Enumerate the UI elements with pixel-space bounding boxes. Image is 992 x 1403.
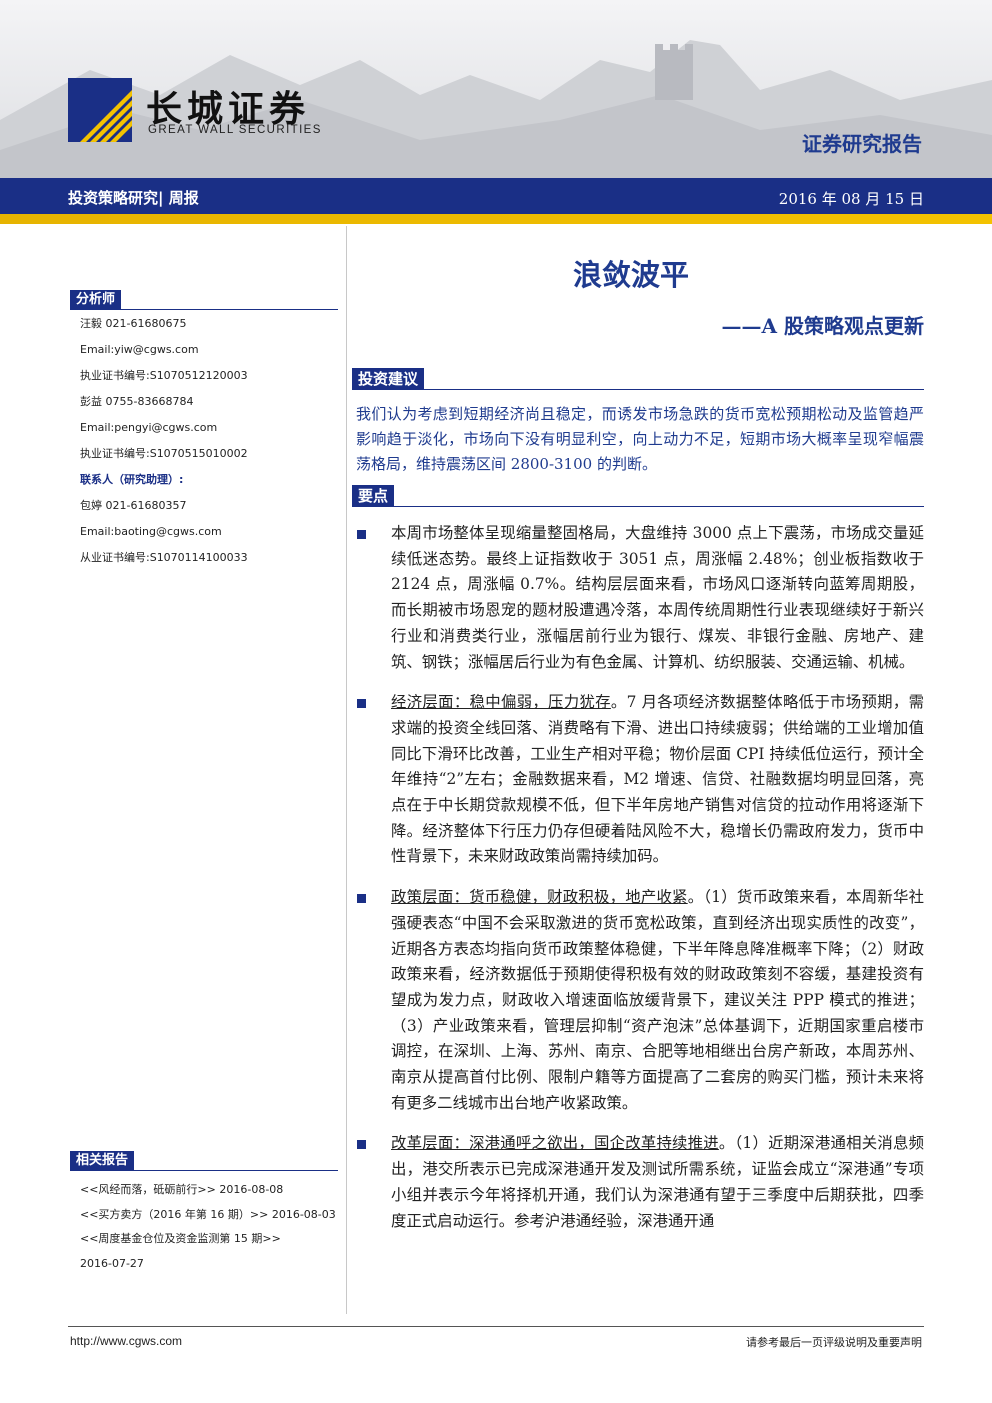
analyst-email[interactable]: Email:baoting@cgws.com: [80, 525, 222, 538]
point-text: 。7 月各项经济数据整体略低于市场预期，需求端的投资全线回落、消费略有下滑、进出…: [391, 693, 924, 866]
brand-subtitle: GREAT WALL SECURITIES: [148, 124, 322, 136]
gold-stripe: [0, 214, 992, 224]
page-title: 浪敛波平: [573, 258, 690, 292]
point-text: 。（1）货币政策来看，本周新华社强硬表态“中国不会采取激进的货币宽松政策，直到经…: [391, 888, 924, 1112]
key-points: 本周市场整体呈现缩量整固格局，大盘维持 3000 点上下震荡，市场成交量延续低迷…: [355, 521, 924, 1249]
list-item: 政策层面：货币稳健，财政积极，地产收紧。（1）货币政策来看，本周新华社强硬表态“…: [355, 885, 924, 1116]
analyst-line: 从业证书编号:S1070114100033: [80, 551, 248, 564]
footer-divider: [68, 1326, 924, 1327]
analyst-line: 执业证书编号:S1070515010002: [80, 447, 248, 460]
analyst-info: 汪毅 021-61680675 Email:yiw@cgws.com 执业证书编…: [80, 311, 248, 571]
analyst-email[interactable]: Email:yiw@cgws.com: [80, 343, 199, 356]
related-label: 相关报告: [70, 1151, 135, 1171]
great-wall-mountain-image: [0, 40, 992, 178]
report-type: 证券研究报告: [802, 132, 922, 156]
points-divider: [352, 506, 924, 507]
bullet-square-icon: [357, 699, 366, 709]
point-lead: 经济层面：稳中偏弱，压力犹存: [391, 693, 611, 712]
analyst-line: 包婷 021-61680357: [80, 499, 187, 512]
point-lead: 政策层面：货币稳健，财政积极，地产收紧: [391, 888, 688, 907]
analyst-line: 执业证书编号:S1070512120003: [80, 369, 248, 382]
advice-label: 投资建议: [352, 368, 425, 390]
bullet-square-icon: [357, 894, 366, 904]
related-reports: <<风经而落，砥砺前行>> 2016-08-08 <<买方卖方（2016 年第 …: [80, 1178, 342, 1276]
point-lead: 改革层面：深港通呼之欲出，国企改革持续推进: [391, 1134, 719, 1153]
analyst-divider: [70, 309, 338, 310]
bullet-square-icon: [357, 1140, 366, 1150]
advice-text: 我们认为考虑到短期经济尚且稳定，而诱发市场急跌的货币宽松预期松动及监管趋严影响趋…: [356, 405, 924, 473]
category-bar: [0, 178, 992, 214]
header-banner: [0, 0, 992, 178]
footer-url-link[interactable]: http://www.cgws.com: [70, 1334, 183, 1348]
contact-label: 联系人（研究助理）:: [80, 473, 184, 486]
brand-name: 长城证券: [146, 89, 311, 130]
report-category: 投资策略研究| 周报: [68, 189, 199, 207]
related-report-link[interactable]: <<周度基金仓位及资金监测第 15 期>>: [80, 1232, 281, 1245]
analyst-line: 彭益 0755-83668784: [80, 395, 194, 408]
logo-icon: [68, 78, 132, 142]
points-label: 要点: [352, 485, 395, 507]
advice-divider: [352, 389, 924, 390]
page-subtitle: ——A 股策略观点更新: [721, 314, 924, 338]
related-report-link[interactable]: <<买方卖方（2016 年第 16 期）>> 2016-08-03: [80, 1207, 336, 1221]
related-divider: [70, 1170, 338, 1171]
related-report-link[interactable]: <<风经而落，砥砺前行>> 2016-08-08: [80, 1183, 284, 1196]
list-item: 改革层面：深港通呼之欲出，国企改革持续推进。（1）近期深港通相关消息频出，港交所…: [355, 1131, 924, 1234]
list-item: 经济层面：稳中偏弱，压力犹存。7 月各项经济数据整体略低于市场预期，需求端的投资…: [355, 690, 924, 870]
analyst-line: 汪毅 021-61680675: [80, 317, 187, 330]
analyst-label: 分析师: [70, 290, 122, 310]
report-date: 2016 年 08 月 15 日: [778, 190, 924, 208]
list-item: 本周市场整体呈现缩量整固格局，大盘维持 3000 点上下震荡，市场成交量延续低迷…: [355, 521, 924, 675]
footer-disclaimer: 请参考最后一页评级说明及重要声明: [746, 1336, 922, 1349]
point-text: 本周市场整体呈现缩量整固格局，大盘维持 3000 点上下震荡，市场成交量延续低迷…: [391, 524, 924, 671]
related-report-date: 2016-07-27: [80, 1256, 144, 1270]
point-text: 。（1）近期深港通相关消息频出，港交所表示已完成深港通开发及测试所需系统，证监会…: [391, 1134, 924, 1230]
bullet-square-icon: [357, 530, 366, 539]
analyst-email[interactable]: Email:pengyi@cgws.com: [80, 421, 218, 434]
column-divider: [346, 226, 347, 1314]
